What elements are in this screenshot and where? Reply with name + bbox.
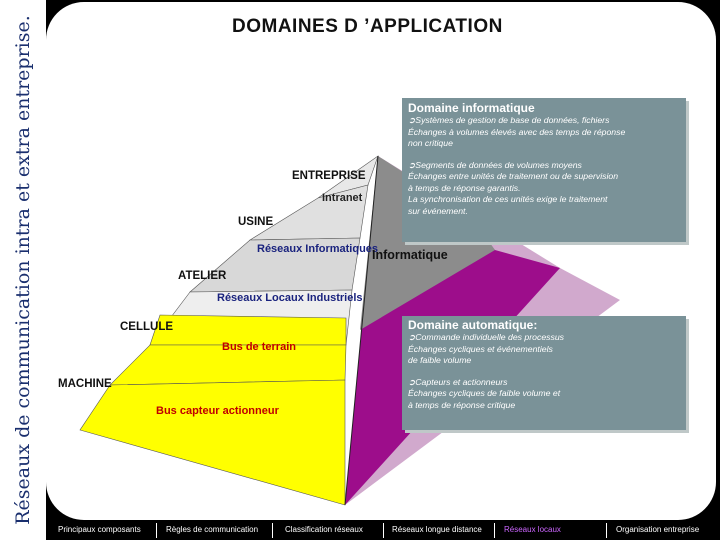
nav-reseaux-longue-distance[interactable]: Réseaux longue distance [392, 525, 482, 534]
label-informatique-side: Informatique [372, 248, 448, 262]
box-info-line: La synchronisation de ces unités exige l… [408, 194, 608, 204]
box-info-line: sur événement. [408, 205, 468, 216]
informatique-face [360, 156, 495, 330]
box-domaine-automatique: Domaine automatique: ➲Commande individue… [402, 316, 686, 430]
sidebar: Réseaux de communication intra et extra … [0, 0, 46, 540]
level-entreprise: ENTREPRISE [292, 170, 366, 182]
box-info-line: Échanges à volumes élevés avec des temps… [408, 126, 626, 137]
nav-separator [606, 523, 607, 538]
nav-separator [494, 523, 495, 538]
box-domaine-informatique: Domaine informatique ➲Systèmes de gestio… [402, 98, 686, 242]
nav-principaux-composants[interactable]: Principaux composants [58, 525, 141, 534]
level-atelier: ATELIER [178, 270, 227, 282]
box-info-line: à temps de réponse garantis. [408, 182, 521, 193]
label-intranet: Intranet [322, 192, 363, 204]
nav-classification-reseaux[interactable]: Classification réseaux [285, 525, 363, 534]
box-info-line: Échanges entre unités de traitement ou d… [408, 171, 619, 181]
box-auto-line: ➲Capteurs et actionneurs [408, 376, 508, 387]
box-auto-heading: Domaine automatique: [408, 318, 538, 332]
level-machine: MACHINE [58, 378, 112, 390]
nav-regles-communication[interactable]: Règles de communication [166, 525, 259, 534]
box-auto-line: à temps de réponse critique [408, 399, 516, 410]
nav-separator [272, 523, 273, 538]
label-bus-de-terrain: Bus de terrain [222, 341, 296, 353]
box-info-heading: Domaine informatique [408, 101, 535, 115]
level-cellule: CELLULE [120, 321, 174, 333]
label-reseaux-informatiques: Réseaux Informatiques [257, 243, 379, 255]
nav-reseaux-locaux[interactable]: Réseaux locaux [504, 525, 561, 534]
label-reseaux-locaux-industriels: Réseaux Locaux Industriels [217, 292, 363, 304]
box-auto-line: ➲Commande individuelle des processus [408, 332, 565, 342]
box-info-line: non critique [408, 138, 453, 148]
label-bus-capteur-actionneur: Bus capteur actionneur [156, 405, 279, 417]
box-info-line: ➲Segments de données de volumes moyens [408, 159, 582, 170]
box-auto-line: de faible volume [408, 355, 472, 365]
box-auto-line: Échanges cycliques et événementiels [408, 343, 553, 354]
box-info-line: ➲Systèmes de gestion de base de données,… [408, 115, 610, 125]
box-auto-line: Échanges cycliques de faible volume et [408, 388, 561, 398]
nav-separator [156, 523, 157, 538]
tier-base [79, 379, 346, 506]
pyramid-edge [344, 155, 379, 506]
nav-separator [383, 523, 384, 538]
slide-title: DOMAINES D ’APPLICATION [232, 16, 503, 37]
level-usine: USINE [238, 216, 274, 228]
nav-organisation-entreprise[interactable]: Organisation entreprise [616, 525, 700, 534]
